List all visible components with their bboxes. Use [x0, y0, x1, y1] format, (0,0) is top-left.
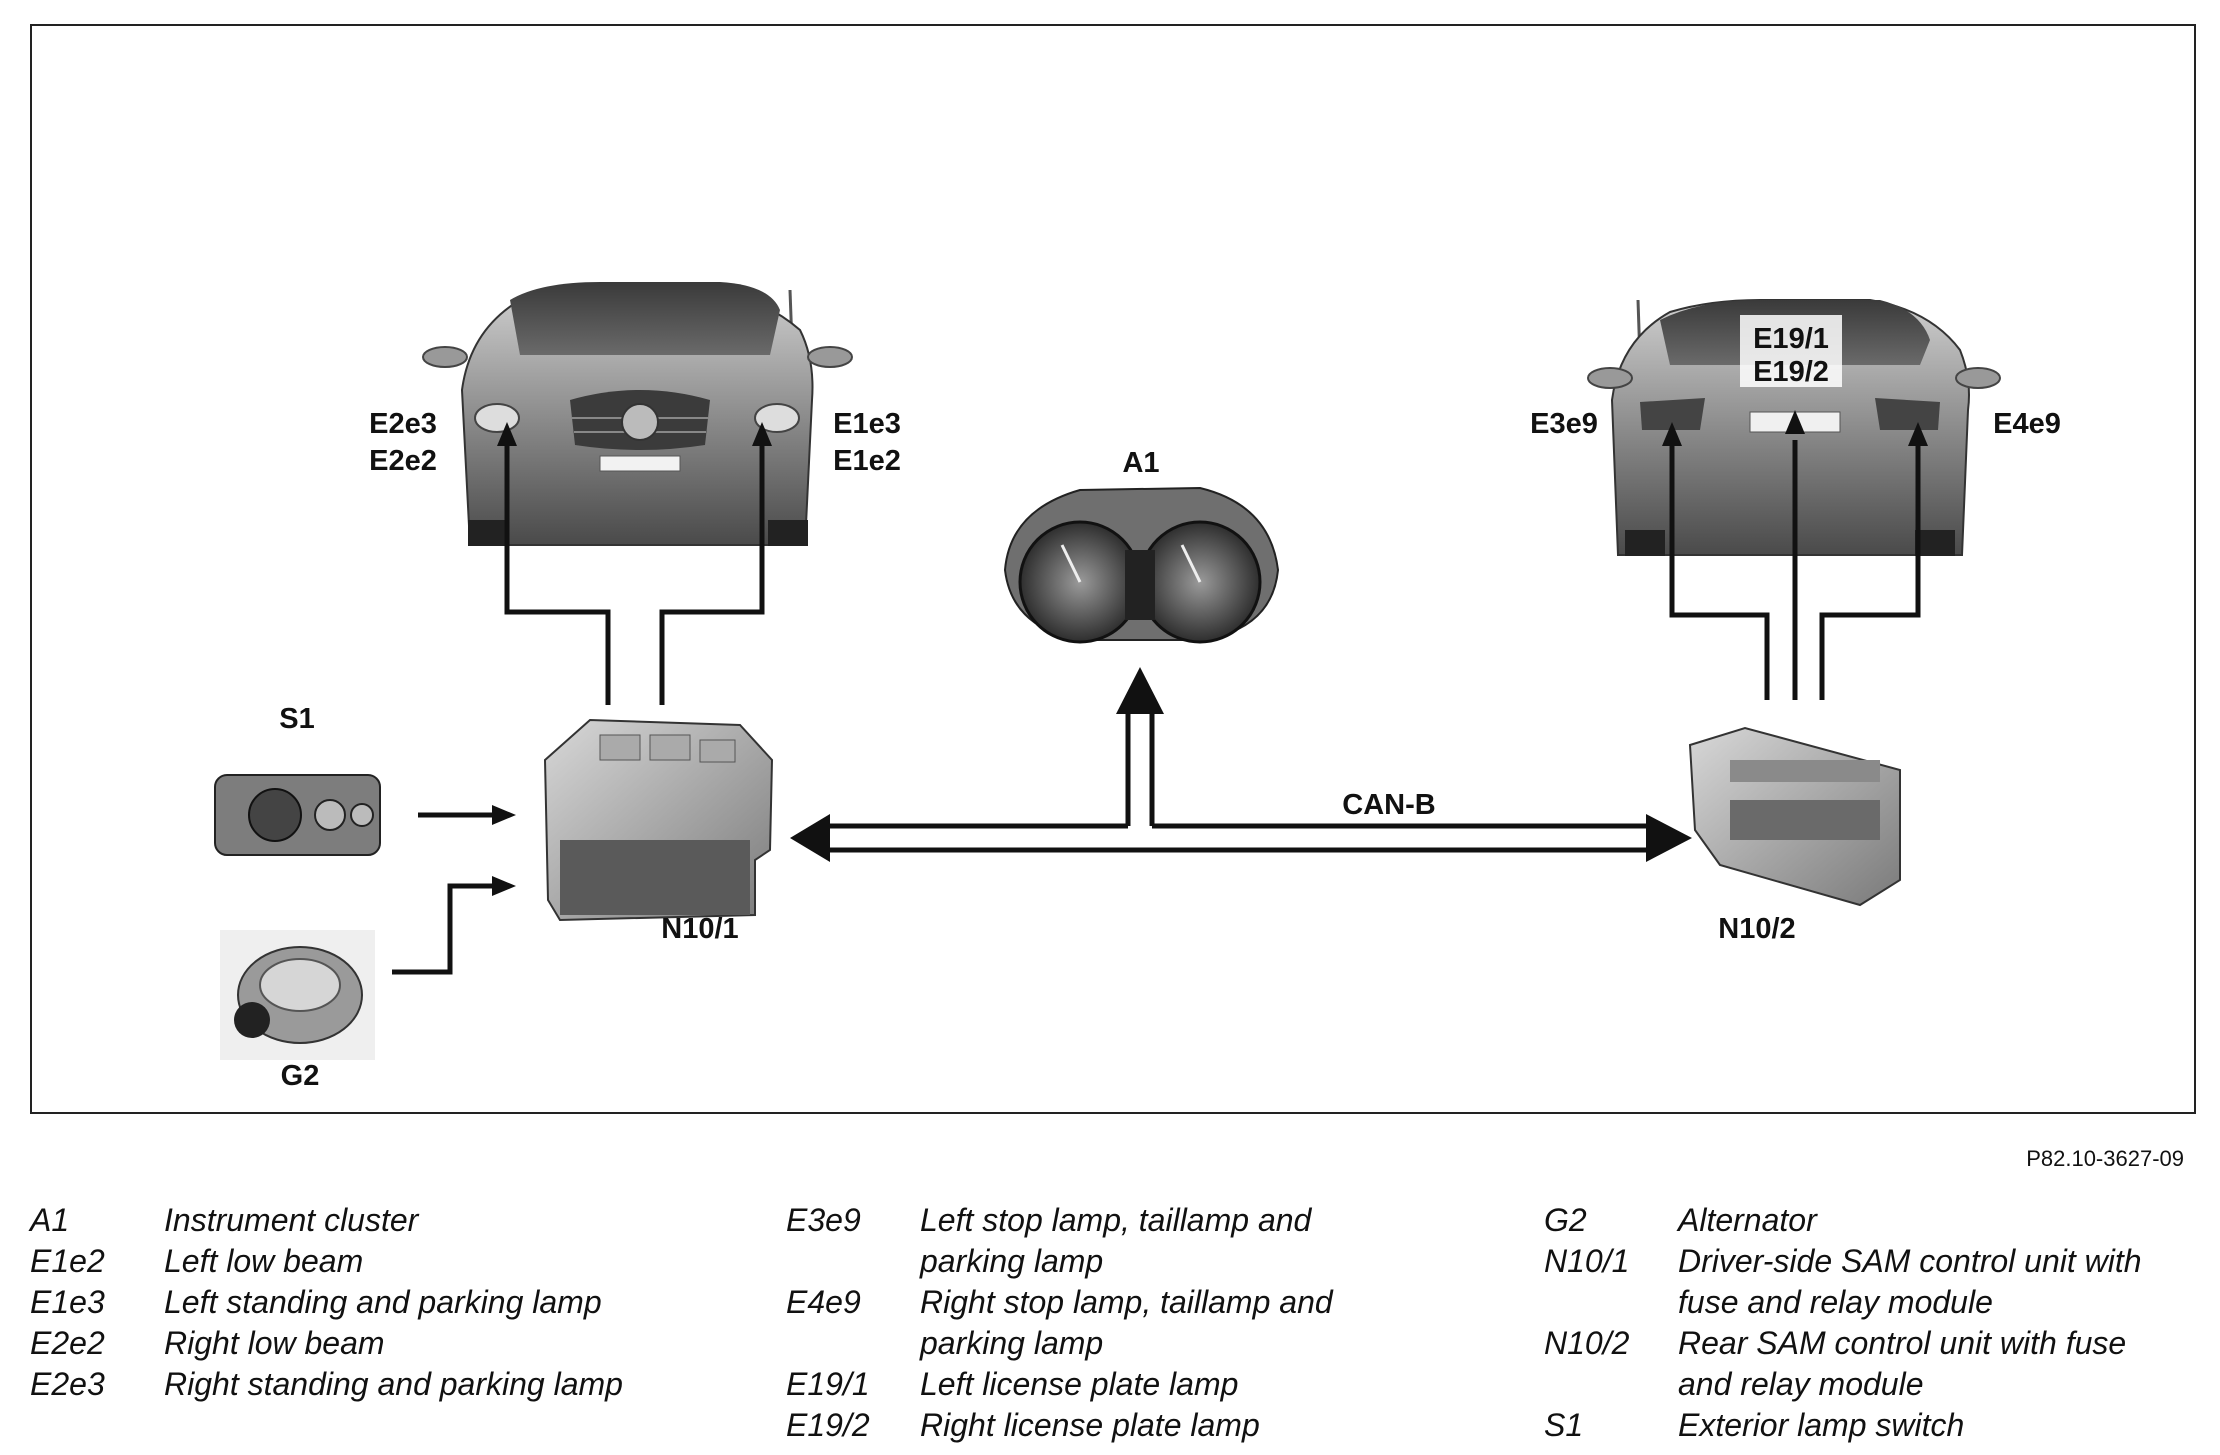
- legend-description: Right license plate lamp: [920, 1407, 1260, 1443]
- legend-item: E3e9 Left stop lamp, taillamp and parking…: [786, 1200, 1333, 1282]
- label-n10-2: N10/2: [1718, 913, 1795, 945]
- legend-description: Left low beam: [164, 1243, 364, 1279]
- legend-item: G2 Alternator: [1544, 1200, 2142, 1241]
- label-e1e3: E1e3: [833, 408, 901, 440]
- legend-item: N10/1 Driver-side SAM control unit with f…: [1544, 1241, 2142, 1323]
- lighting-system-diagram: A1 S1 G2 N10/1 N10/2 E2e3 E2e2 E1e3 E1e2…: [214, 282, 2061, 1092]
- legend-column-2: E3e9 Left stop lamp, taillamp and parking…: [786, 1200, 1333, 1446]
- label-s1: S1: [279, 703, 314, 735]
- legend-code: E4e9: [786, 1284, 861, 1320]
- legend-code: S1: [1544, 1407, 1584, 1443]
- legend-description: Rear SAM control unit with fuse and rela…: [1678, 1325, 2127, 1402]
- legend-item: E1e2 Left low beam: [30, 1241, 623, 1282]
- legend-description: Instrument cluster: [164, 1202, 419, 1238]
- legend-description: Exterior lamp switch: [1678, 1407, 1965, 1443]
- label-e2e3: E2e3: [369, 408, 437, 440]
- legend-description: Left license plate lamp: [920, 1366, 1239, 1402]
- legend-description: Right stop lamp, taillamp and parking la…: [920, 1284, 1333, 1361]
- legend-item: E1e3 Left standing and parking lamp: [30, 1282, 623, 1323]
- legend-item: S1 Exterior lamp switch: [1544, 1405, 2142, 1446]
- label-e19-1: E19/1: [1753, 323, 1829, 355]
- legend-description: Alternator: [1678, 1202, 1817, 1238]
- label-g2: G2: [281, 1060, 320, 1092]
- arrowheads: [492, 410, 1928, 896]
- legend-item: E19/2 Right license plate lamp: [786, 1405, 1333, 1446]
- label-e1e2: E1e2: [833, 445, 901, 477]
- legend-code: G2: [1544, 1202, 1587, 1238]
- legend-column-1: A1 Instrument cluster E1e2 Left low beam E…: [30, 1200, 623, 1405]
- legend-description: Right standing and parking lamp: [164, 1366, 623, 1402]
- label-a1: A1: [1122, 447, 1159, 479]
- alternator-illustration: [220, 930, 375, 1060]
- exterior-lamp-switch-illustration: [214, 774, 381, 856]
- legend-code: E1e3: [30, 1284, 105, 1320]
- legend-code: E2e2: [30, 1325, 105, 1361]
- driver-side-sam-module-illustration: [543, 718, 774, 922]
- diagram-frame: [30, 24, 2196, 1114]
- legend-description: Driver-side SAM control unit with fuse a…: [1678, 1243, 2142, 1320]
- front-car-illustration: [422, 282, 853, 546]
- legend-code: E1e2: [30, 1243, 105, 1279]
- legend-column-3: G2 Alternator N10/1 Driver-side SAM contro…: [1544, 1200, 2142, 1446]
- rear-sam-module-illustration: [1688, 726, 1901, 907]
- legend-item: A1 Instrument cluster: [30, 1200, 623, 1241]
- legend-code: E2e3: [30, 1366, 105, 1402]
- legend-code: E3e9: [786, 1202, 861, 1238]
- legend-item: E2e2 Right low beam: [30, 1323, 623, 1364]
- legend-code: E19/2: [786, 1407, 870, 1443]
- legend-code: E19/1: [786, 1366, 870, 1402]
- legend-item: E19/1 Left license plate lamp: [786, 1364, 1333, 1405]
- label-e19-2: E19/2: [1753, 356, 1829, 388]
- legend-item: E2e3 Right standing and parking lamp: [30, 1364, 623, 1405]
- legend-description: Left stop lamp, taillamp and parking lam…: [920, 1202, 1312, 1279]
- legend-code: N10/1: [1544, 1243, 1630, 1279]
- instrument-cluster-illustration: [1003, 486, 1280, 644]
- label-e3e9: E3e9: [1530, 408, 1598, 440]
- legend-description: Right low beam: [164, 1325, 385, 1361]
- legend-item: N10/2 Rear SAM control unit with fuse and…: [1544, 1323, 2142, 1405]
- signal-lines: [392, 440, 1921, 975]
- legend-code: N10/2: [1544, 1325, 1630, 1361]
- label-e2e2: E2e2: [369, 445, 437, 477]
- figure-reference: P82.10-3627-09: [2026, 1146, 2184, 1171]
- label-e4e9: E4e9: [1993, 408, 2061, 440]
- legend-description: Left standing and parking lamp: [164, 1284, 602, 1320]
- legend-item: E4e9 Right stop lamp, taillamp and parkin…: [786, 1282, 1333, 1364]
- label-n10-1: N10/1: [661, 913, 738, 945]
- label-can-b: CAN-B: [1342, 789, 1435, 821]
- legend-code: A1: [30, 1202, 70, 1238]
